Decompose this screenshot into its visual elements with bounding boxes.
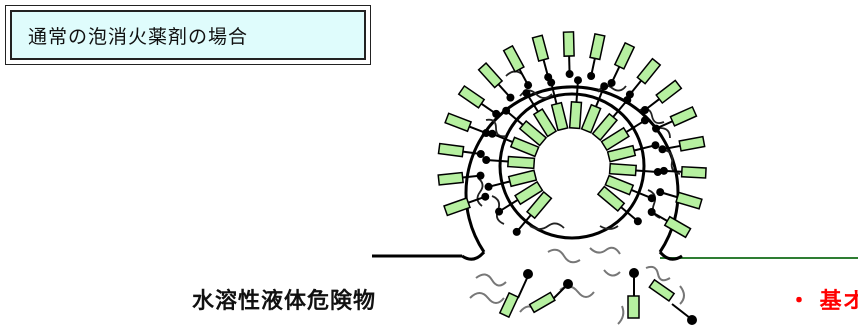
inner-surfactant-molecule	[484, 169, 538, 191]
outer-surfactant-molecule	[640, 79, 683, 114]
outer-bubble-film	[464, 85, 680, 253]
title-text: 通常の泡消火薬剤の場合	[10, 10, 366, 60]
inner-surfactant-molecule	[608, 162, 662, 177]
outer-surfactant-molecule	[625, 57, 662, 99]
red-note-text: ・ 基オ	[788, 289, 858, 314]
inner-surfactant-molecule	[482, 155, 536, 170]
outer-film-lip-right	[658, 250, 683, 261]
outer-surfactant-molecule	[437, 142, 485, 158]
loose-molecule	[498, 269, 533, 319]
outer-surfactant-molecule	[652, 105, 698, 133]
inner-surfactant-molecule	[604, 174, 656, 203]
outer-surfactant-molecule	[444, 112, 491, 138]
inner-surfactant-molecule	[606, 141, 660, 163]
inner-surfactant-molecule	[591, 96, 632, 142]
leaking-liquid-waves	[469, 246, 685, 325]
outer-surfactant-molecule	[457, 84, 501, 118]
inner-surfactant-molecule	[512, 190, 553, 236]
inner-surfactant-molecule	[495, 180, 544, 216]
outer-film-lip-left	[461, 250, 486, 261]
inner-surfactant-molecule	[580, 82, 609, 134]
inner-surfactant-molecule	[596, 185, 642, 226]
outer-surfactant-molecule	[531, 34, 553, 82]
outer-surfactant-molecule	[477, 62, 515, 102]
outer-surfactant-molecule	[607, 41, 636, 87]
inner-surfactant-molecule	[502, 106, 548, 147]
water-soluble-liquid-label: 水溶性液体危険物	[192, 289, 377, 314]
outer-surfactant-molecule	[562, 31, 575, 79]
outer-surfactant-molecule	[437, 171, 485, 186]
inner-surfactant-molecule	[488, 129, 540, 158]
loose-molecule	[627, 268, 640, 319]
outer-surfactant-molecule	[587, 32, 606, 81]
outer-surfactant-molecule	[658, 135, 706, 154]
loose-molecules	[498, 268, 697, 325]
outer-surfactant-molecule	[647, 208, 692, 239]
outer-surfactant-molecule	[656, 188, 703, 210]
surfactant-molecules	[437, 31, 707, 239]
loose-molecule	[528, 279, 573, 314]
loose-molecule	[648, 278, 697, 325]
outer-surfactant-molecule	[502, 44, 533, 90]
outer-surfactant-molecule	[443, 192, 490, 217]
inner-surfactant-molecule	[568, 76, 583, 130]
inner-surfactant-molecule	[522, 89, 558, 138]
outer-surfactant-molecule	[659, 165, 707, 179]
inner-bubble-film	[498, 92, 646, 240]
title-box: 通常の泡消火薬剤の場合	[5, 5, 371, 65]
inner-surfactant-molecule	[547, 78, 569, 132]
inner-surfactant-molecule	[600, 116, 649, 152]
